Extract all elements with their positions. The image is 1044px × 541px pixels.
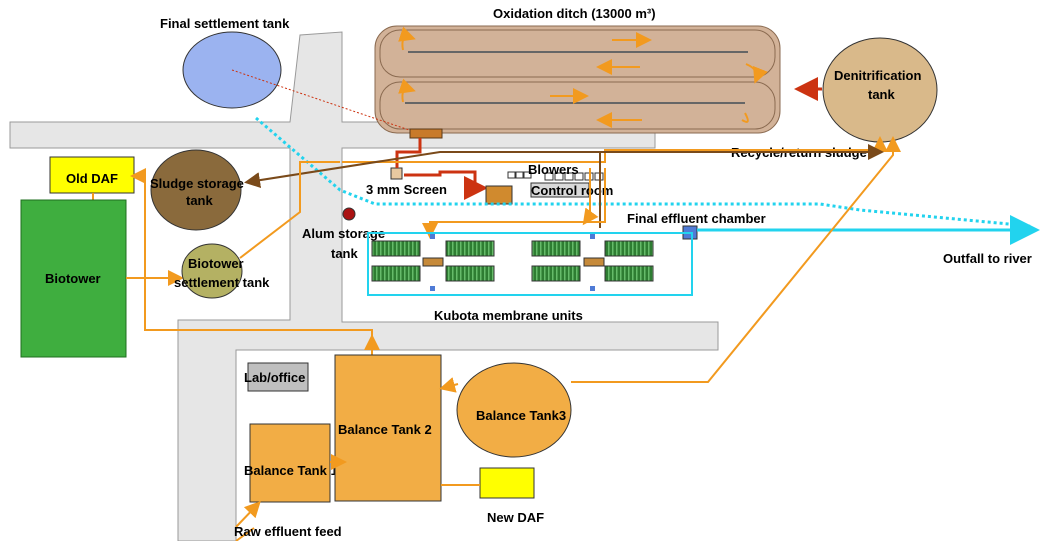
settlement-feed-pipe [231,69,416,133]
sludge-storage-tank [150,149,242,231]
settlement-to-recycle-line [239,161,340,259]
outfall-label: Outfall to river [943,251,1032,266]
effluent-dotted-line [255,116,1031,228]
screen-symbol [390,167,403,180]
balance-tank-1-label: Balance Tank 1 [244,463,338,478]
alum-storage-tank [342,207,356,221]
oxidation-ditch [374,25,781,134]
biotower [20,199,127,358]
blowers-label: Blowers [528,162,579,177]
alum-storage-label-2: tank [331,246,359,261]
sludge-storage-label-1: Sludge storage [150,176,244,191]
screen-box [409,128,443,139]
lab-office-label: Lab/office [244,370,305,385]
balance-tank-1 [249,423,331,503]
sludge-storage-label-2: tank [186,193,214,208]
balance-tank-2 [334,354,442,502]
final-settlement-tank-label: Final settlement tank [160,16,290,31]
oxidation-ditch-label: Oxidation ditch (13000 m³) [493,6,656,21]
balance-tank-3-label: Balance Tank3 [476,408,566,423]
denitrification-tank-label-1: Denitrification [834,68,921,83]
screen-label: 3 mm Screen [366,182,447,197]
biotower-settlement-tank [181,243,243,299]
control-room-label: Control room [531,183,613,198]
raw-feed-arrow-1 [235,501,261,528]
kubota-label: Kubota membrane units [434,308,583,323]
new-daf [479,467,535,499]
lab-office [247,362,309,392]
screen-to-blower-pipe [404,170,488,200]
biotower-settlement-label-2: settlement tank [174,275,270,290]
raw-feed-arrow-2 [235,527,255,541]
raw-effluent-label: Raw effluent feed [234,524,342,539]
biotower-label: Biotower [45,271,101,286]
old-daf-label: Old DAF [66,171,118,186]
screen-to-ditch-pipe [395,138,422,168]
bt3-to-bt2-arrow [439,377,459,393]
biotower-settlement-label-1: Biotower [188,256,244,271]
final-effluent-chamber-label: Final effluent chamber [627,211,766,226]
balance-tank-2-label: Balance Tank 2 [338,422,432,437]
old-daf [49,156,135,194]
bt3-to-denitrification-line [571,136,901,383]
kubota-membrane-units [367,232,693,296]
alum-storage-label-1: Alum storage [302,226,385,241]
sludge-to-storage-line [244,151,640,189]
denitrification-tank-label-2: tank [868,87,896,102]
blower-unit [485,185,513,205]
new-daf-label: New DAF [487,510,544,525]
balance-tank-3 [456,362,572,458]
recycle-lines [342,136,888,239]
